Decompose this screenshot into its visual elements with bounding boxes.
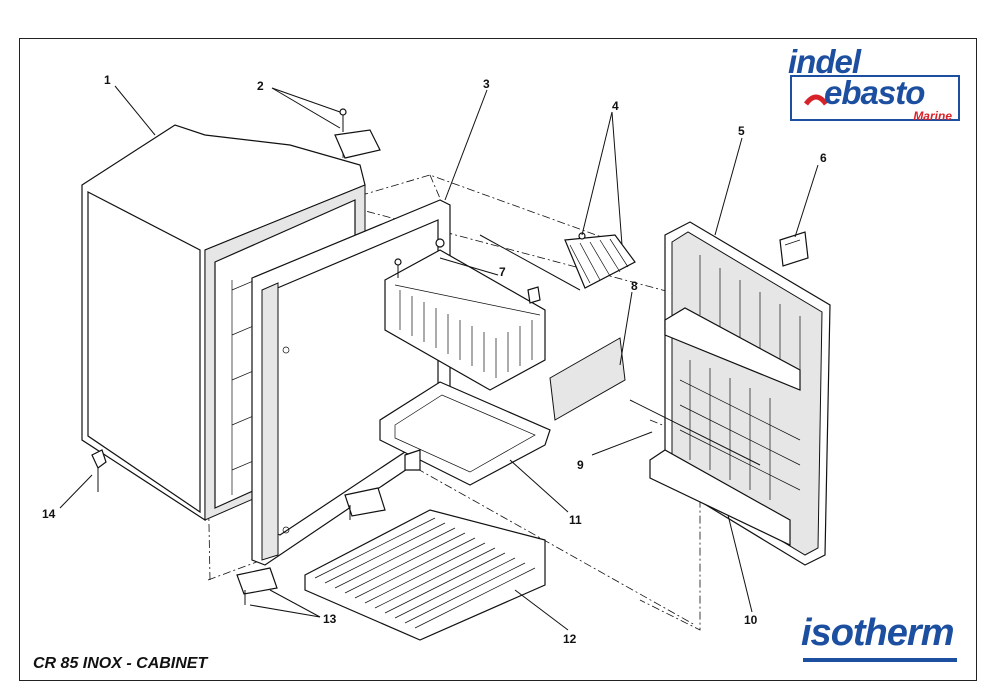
callout-13: 13 (323, 612, 337, 626)
callout-1: 1 (104, 73, 111, 87)
part-6-label (779, 231, 809, 267)
callout-6: 6 (820, 151, 827, 165)
part-12-bottom-shelf (304, 509, 546, 641)
logo-underline (803, 658, 957, 662)
part-13-bottom-hinges (236, 487, 386, 605)
callout-8: 8 (631, 279, 638, 293)
part-7-evaporator (384, 238, 546, 391)
logo-marine-text: Marine (913, 109, 952, 123)
callout-numbers: 1 2 3 4 5 6 7 8 9 10 11 12 13 14 (42, 73, 827, 646)
callout-12: 12 (563, 632, 577, 646)
part-5-door (649, 221, 831, 566)
isotherm-logo: isotherm (801, 612, 959, 668)
callout-9: 9 (577, 458, 584, 472)
callout-4: 4 (612, 99, 619, 113)
callout-11: 11 (569, 513, 582, 527)
callout-3: 3 (483, 77, 490, 91)
callout-5: 5 (738, 124, 745, 138)
callout-14: 14 (42, 507, 56, 521)
diagram-title: CR 85 INOX - CABINET (33, 655, 208, 672)
logo-webasto-text: ebasto (824, 74, 925, 111)
callout-10: 10 (744, 613, 758, 627)
indel-webasto-logo: indel ebasto Marine (786, 43, 958, 127)
callout-7: 7 (499, 265, 506, 279)
part-11-drip-tray (379, 381, 551, 486)
part-4-wire-shelf (479, 232, 636, 291)
logo-indel-text: indel (788, 43, 861, 80)
indel-logo-box (790, 75, 960, 121)
callout-2: 2 (257, 79, 264, 93)
leader-lines (59, 85, 819, 631)
part-2-top-hinge (334, 108, 381, 159)
part-9-rod (629, 399, 761, 466)
logo-isotherm-text: isotherm (801, 612, 954, 654)
part-8-plate (549, 337, 626, 421)
